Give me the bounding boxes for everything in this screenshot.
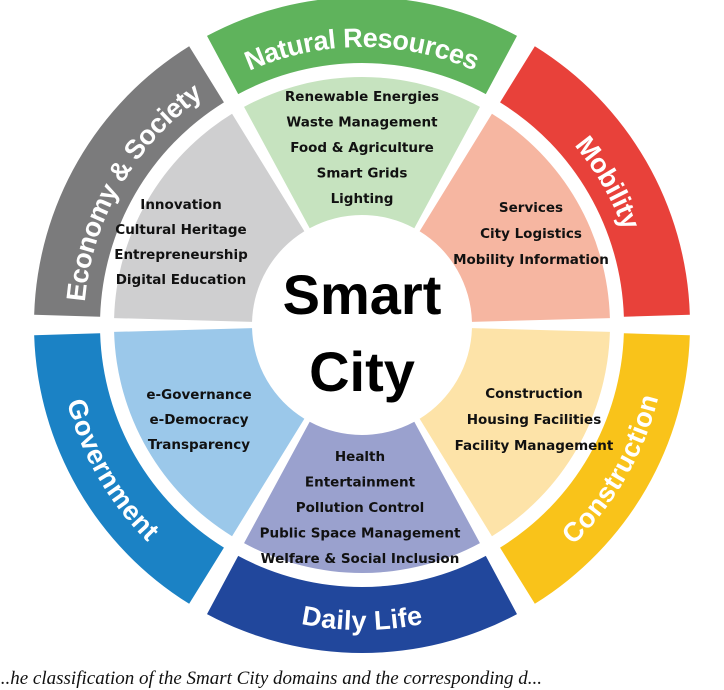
inner-segment-natural-resources xyxy=(244,77,480,229)
domain-item-government: e-Democracy xyxy=(149,412,248,428)
inner-segment-government xyxy=(114,328,305,537)
domain-item-daily-life: Pollution Control xyxy=(296,500,425,516)
inner-segment-daily-life xyxy=(244,421,480,573)
center-hub xyxy=(259,222,465,428)
domain-item-natural-resources: Food & Agriculture xyxy=(290,140,434,156)
domain-item-mobility: City Logistics xyxy=(480,226,582,242)
domain-item-government: Transparency xyxy=(148,437,250,453)
ring-segment-mobility xyxy=(500,46,690,317)
figure-caption: ...he classification of the Smart City d… xyxy=(0,668,543,689)
inner-segments xyxy=(114,77,610,573)
ring-segment-daily-life xyxy=(207,555,517,653)
domain-item-economy-society: Digital Education xyxy=(116,272,247,288)
smart-city-wheel: Natural ResourcesMobilityConstructionDai… xyxy=(34,0,690,653)
inner-segment-economy-society xyxy=(114,113,305,322)
domain-item-construction: Housing Facilities xyxy=(467,412,602,428)
ring-segment-government xyxy=(34,333,224,604)
domain-item-natural-resources: Smart Grids xyxy=(317,166,408,182)
center-title-line2: City xyxy=(309,340,415,403)
domain-item-daily-life: Public Space Management xyxy=(260,526,461,542)
inner-segment-mobility xyxy=(419,113,610,322)
domain-item-economy-society: Cultural Heritage xyxy=(115,222,246,238)
domain-item-daily-life: Welfare & Social Inclusion xyxy=(261,551,460,567)
ring-segment-economy-society xyxy=(34,46,224,317)
domain-item-natural-resources: Lighting xyxy=(331,191,394,207)
domain-item-daily-life: Health xyxy=(335,449,385,465)
inner-segment-construction xyxy=(419,328,610,537)
domain-item-daily-life: Entertainment xyxy=(305,475,416,491)
ring-segment-construction xyxy=(500,333,690,604)
domain-item-government: e-Governance xyxy=(146,387,251,403)
ring-label-daily-life: Daily Life xyxy=(300,600,425,636)
center-title-line1: Smart xyxy=(283,263,442,326)
domain-item-natural-resources: Renewable Energies xyxy=(285,89,439,105)
domain-item-natural-resources: Waste Management xyxy=(286,115,438,131)
domain-item-mobility: Mobility Information xyxy=(453,252,609,268)
domain-item-economy-society: Entrepreneurship xyxy=(114,247,248,263)
domain-item-construction: Facility Management xyxy=(455,438,614,454)
domain-item-economy-society: Innovation xyxy=(140,197,221,213)
ring-segment-natural-resources xyxy=(207,0,517,95)
domain-item-construction: Construction xyxy=(485,386,583,402)
domain-item-mobility: Services xyxy=(499,200,563,216)
